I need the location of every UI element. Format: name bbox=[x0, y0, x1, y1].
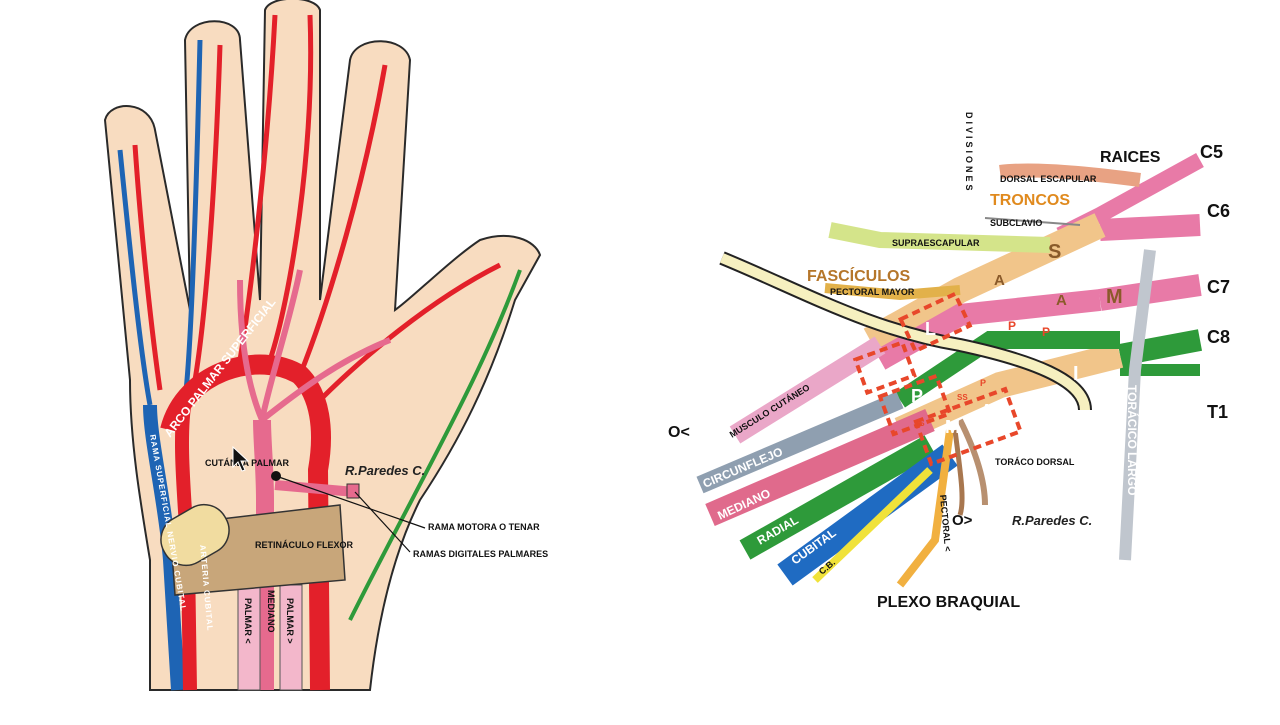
divisions-heading: DIVISIONES bbox=[964, 112, 974, 194]
musculocutaneous-label: MUSCULO CUTÁNEO bbox=[728, 382, 812, 439]
root-c6-label: C6 bbox=[1207, 201, 1230, 221]
division-letter-p2: P bbox=[1042, 325, 1050, 339]
trunk-letter-middle: M bbox=[1106, 286, 1123, 308]
pisiform-cylinder bbox=[160, 503, 230, 567]
thumb-edge-nerve bbox=[348, 269, 522, 621]
cutaneous-branch-label: CUTÁNEA PALMAR bbox=[205, 458, 289, 468]
highlight-boxes bbox=[852, 291, 1024, 467]
radial-nerve bbox=[739, 435, 936, 560]
dorsal-scapular-nerve bbox=[999, 163, 1141, 187]
suprascapular-label: SUPRAESCAPULAR bbox=[892, 238, 980, 248]
pectoral-minor-label: PECTORAL < bbox=[938, 494, 953, 552]
thoracodorsal-label: TORÁCO DORSAL bbox=[995, 457, 1075, 467]
trunk-letter-inferior: I bbox=[1073, 363, 1079, 385]
ulnar-nerve-ring-branch bbox=[182, 39, 203, 401]
root-t1-label: T1 bbox=[1207, 402, 1228, 422]
division-letter-a1: A bbox=[994, 272, 1005, 289]
posterior-cord-box bbox=[877, 373, 953, 437]
pectoral-major-label: PECTORAL MAYOR bbox=[830, 287, 915, 297]
hand-signature: R.Paredes C. bbox=[345, 463, 425, 478]
ulnar-nerve-finger-branch bbox=[117, 149, 153, 406]
root-c7-label: C7 bbox=[1207, 277, 1230, 297]
median-strip-label: MEDIANO bbox=[266, 590, 276, 633]
suprascapular-nerve bbox=[828, 222, 1051, 253]
digital-artery-2 bbox=[192, 44, 223, 381]
o-right-label: O> bbox=[952, 512, 973, 529]
cords-heading: FASCÍCULOS bbox=[807, 266, 910, 285]
o-right-nerve bbox=[952, 429, 965, 516]
small-letter-ss: SS bbox=[957, 393, 968, 402]
thoracodorsal-nerve bbox=[957, 418, 988, 506]
plexus-signature: R.Paredes C. bbox=[1012, 513, 1092, 528]
median-box bbox=[852, 339, 917, 396]
middle-trunk bbox=[874, 289, 1102, 370]
pectoral-minor-nerve bbox=[896, 429, 954, 588]
retinaculum-label: RETINÁCULO FLEXOR bbox=[255, 540, 353, 550]
subclavius-nerve bbox=[984, 217, 1081, 226]
digital-artery-5 bbox=[297, 64, 388, 376]
digital-artery-1 bbox=[132, 144, 163, 391]
motor-branch-end bbox=[346, 483, 360, 499]
long-thoracic-nerve bbox=[1119, 249, 1156, 561]
motor-branch bbox=[274, 480, 356, 497]
hand-diagram: ARCO PALMAR SUPERFICIAL CUTÁNEA PALMAR R… bbox=[103, 0, 548, 691]
median-nerve-branch-2 bbox=[259, 269, 303, 421]
pectoral-major-nerve bbox=[824, 283, 961, 301]
motor-branch-label: RAMA MOTORA O TENAR bbox=[428, 522, 540, 532]
small-letter-p: P bbox=[980, 378, 986, 388]
lateral-cord-box bbox=[897, 291, 973, 354]
root-c5-label: C5 bbox=[1200, 142, 1223, 162]
root-c6-band bbox=[1099, 214, 1201, 241]
division-letter-p1: P bbox=[1008, 319, 1016, 333]
medial-cord-box bbox=[913, 386, 1024, 467]
motor-pointer-line bbox=[275, 475, 426, 529]
roots-heading: RAICES bbox=[1100, 149, 1161, 166]
cb-nerve bbox=[812, 467, 933, 583]
root-c8-label: C8 bbox=[1207, 327, 1230, 347]
cord-letter-posterior: P bbox=[911, 386, 923, 406]
mouse-cursor-icon bbox=[232, 445, 250, 472]
small-letter-is: IS bbox=[917, 419, 925, 428]
digital-artery-4 bbox=[267, 14, 314, 361]
clavicle-fill bbox=[720, 253, 1090, 411]
palmar-right-label: PALMAR > bbox=[285, 598, 295, 644]
median-nerve-trunk bbox=[253, 419, 274, 690]
cord-letter-medial: M bbox=[945, 417, 960, 437]
trunk-letter-superior: S bbox=[1048, 241, 1061, 263]
digital-branches-label: RAMAS DIGITALES PALMARES bbox=[413, 549, 548, 559]
long-thoracic-label: TORÁCICO LARGO bbox=[1125, 385, 1140, 495]
median-nerve-branch-1 bbox=[237, 279, 265, 422]
digital-pointer-line bbox=[354, 491, 411, 553]
axillary-nerve bbox=[696, 391, 904, 494]
o-left-label: O< bbox=[668, 424, 690, 441]
digital-artery-6 bbox=[318, 262, 502, 402]
subclavius-label: SUBCLAVIO bbox=[990, 218, 1042, 228]
median-nerve-branch-3 bbox=[260, 337, 392, 423]
trunks-heading: TRONCOS bbox=[990, 192, 1070, 209]
brachial-plexus-diagram: RAICES C5 C6 C7 C8 T1 TRONCOS FASCÍCULOS… bbox=[668, 112, 1230, 611]
division-letter-a3: A bbox=[981, 402, 993, 419]
palmar-left-label: PALMAR < bbox=[243, 598, 253, 644]
plexus-title: PLEXO BRAQUIAL bbox=[877, 594, 1020, 611]
dorsal-scapular-label: DORSAL ESCAPULAR bbox=[1000, 174, 1097, 184]
division-letter-a2: A bbox=[1056, 292, 1067, 309]
cord-letter-lateral: L bbox=[925, 319, 936, 339]
